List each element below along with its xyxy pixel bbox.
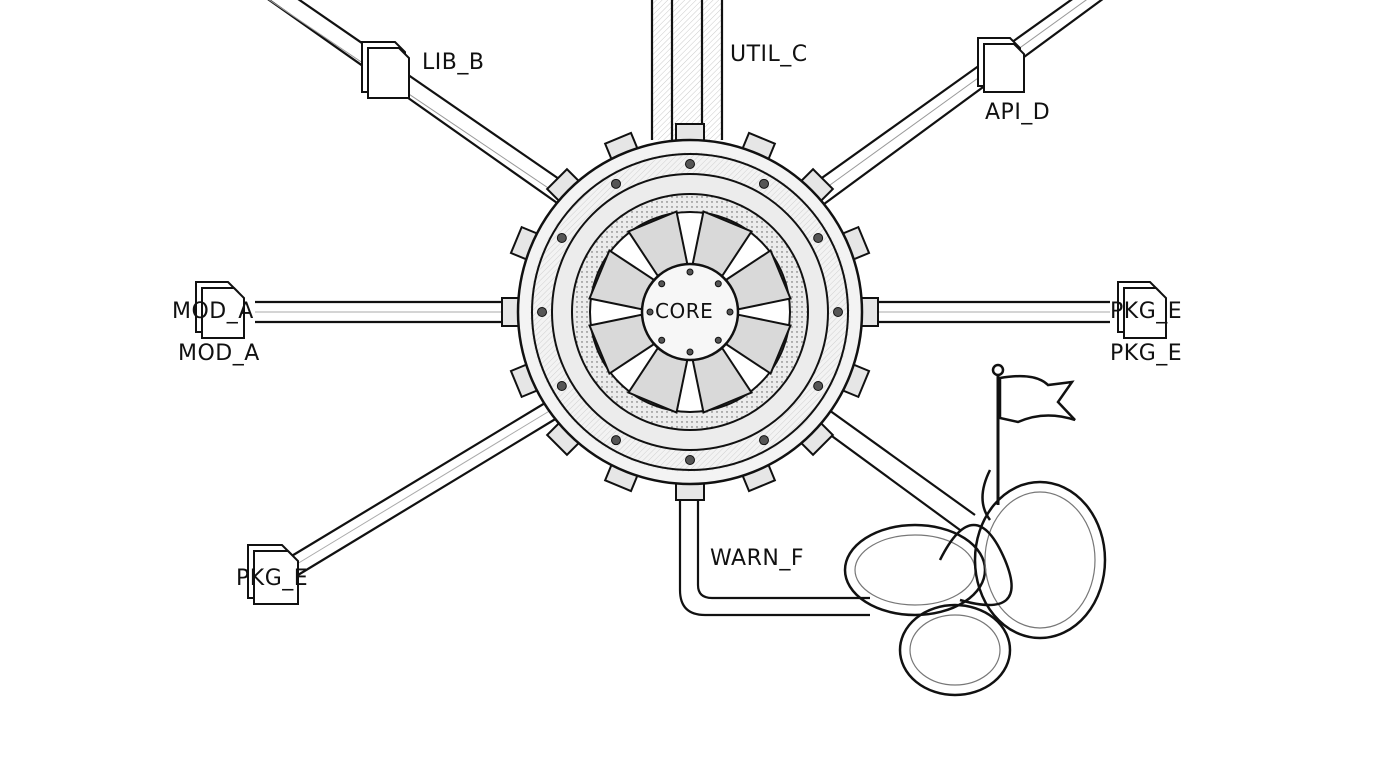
node-label-api-d: API_D xyxy=(985,100,1051,125)
file-icon-api-d xyxy=(977,37,1025,93)
node-label-pkg-e: PKG_E xyxy=(1110,341,1183,366)
node-label-mod-a: MOD_A xyxy=(178,341,260,366)
node-label-mod-a-icon: MOD_A xyxy=(172,299,254,324)
node-label-pkg-e-icon: PKG_E xyxy=(1110,299,1183,324)
file-icon-mod-a xyxy=(195,281,245,339)
knot-warning-icon xyxy=(843,363,1107,697)
node-label-lib-b: LIB_B xyxy=(422,50,485,75)
pipe-lib-b xyxy=(267,0,576,206)
pipe-warn-f xyxy=(678,404,976,617)
node-label-warn-f: WARN_F xyxy=(710,546,804,571)
pipe-api-d xyxy=(804,0,1104,208)
pipe-mod-a xyxy=(255,300,520,324)
core-gear xyxy=(501,123,879,501)
pipe-pkg-e xyxy=(862,300,1110,324)
file-icon-pkg-e xyxy=(1117,281,1167,339)
node-label-pkg-e-lower: PKG_E xyxy=(236,566,309,591)
pipe-pkg-e-lower xyxy=(284,399,563,576)
hub-label-core: CORE xyxy=(655,299,714,323)
file-icon-lib-b xyxy=(361,41,410,99)
file-icon-pkg-e-lower xyxy=(247,544,299,605)
pipe-util-c xyxy=(650,0,724,140)
node-label-util-c: UTIL_C xyxy=(730,42,808,67)
